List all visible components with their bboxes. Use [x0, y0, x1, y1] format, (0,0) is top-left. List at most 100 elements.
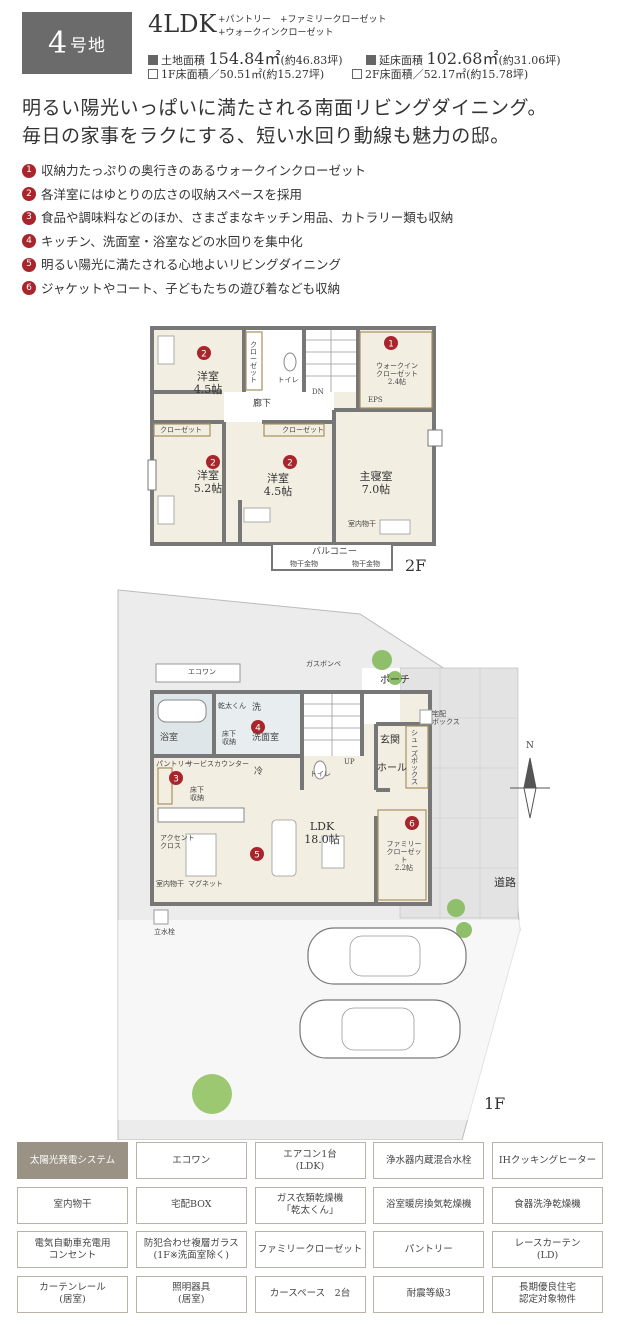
- bathtub: [157, 699, 207, 723]
- ecowan-label: エコワン: [188, 668, 216, 676]
- shoes-box-label: シューズボックス: [411, 729, 418, 786]
- floor-1f-label: 1F: [484, 1094, 506, 1113]
- equipment-item: 長期優良住宅 認定対象物件: [492, 1275, 603, 1313]
- floor-area-spec: 延床面積 102.68㎡(約31.06坪): [366, 45, 561, 69]
- svg-text:3: 3: [173, 775, 179, 785]
- floor-plan-2f-drawing: 1 2 2 2: [117, 326, 550, 1140]
- underfloor-1-label: 床下 収納: [222, 730, 236, 746]
- pantry-shelf: [157, 767, 173, 805]
- plan-extras-line1: +パントリー +ファミリークローゼット: [218, 15, 387, 25]
- equipment-item: 食器洗浄乾燥機: [492, 1186, 603, 1224]
- shrubs: [372, 650, 472, 938]
- filled-square-icon: [148, 55, 158, 65]
- equipment-item: ファミリークローゼット: [254, 1231, 366, 1268]
- second-floor-spec: 2F床面積／52.17㎡(約15.78坪): [352, 66, 528, 82]
- feature-text: 各洋室にはゆとりの広さの収納スペースを採用: [41, 186, 303, 202]
- closet-2f-sw-label: クローゼット: [160, 426, 202, 434]
- svg-text:5: 5: [254, 851, 260, 861]
- car-lower: [299, 999, 461, 1059]
- equipment-item: ガス衣類乾燥機 「乾太くん」: [254, 1186, 366, 1224]
- second-floor-label: 2F床面積／: [365, 68, 424, 81]
- feature-text: ジャケットやコート、子どもたちの遊び着なども収納: [41, 280, 341, 296]
- walk-in-closet-label: ウォークイン クローゼット 2.4帖: [376, 362, 418, 386]
- svg-text:6: 6: [409, 820, 415, 830]
- ldk-label: LDK 18.0帖: [304, 820, 340, 846]
- land-area-spec: 土地面積 154.84㎡(約46.83坪): [148, 45, 343, 69]
- marker-1f-family-closet: 6: [405, 816, 419, 830]
- north-compass-icon: [510, 757, 550, 819]
- equipment-item: カーテンレール (居室): [17, 1275, 128, 1313]
- toilet-1f-label: トイレ: [310, 770, 331, 778]
- filled-square-icon: [366, 55, 376, 65]
- marker-1f-water: 4: [251, 720, 265, 734]
- svg-text:2: 2: [287, 459, 293, 469]
- pantry-label: パントリー: [156, 760, 192, 768]
- equipment-grid: 太陽光発電システム エコワン エアコン1台 (LDK) 浄水器内蔵混合水栓 IH…: [17, 1142, 603, 1313]
- svg-text:1: 1: [388, 340, 394, 350]
- hall-1f-label: ホール: [377, 763, 407, 774]
- accent-cloth-label: アクセント クロス: [160, 834, 195, 850]
- family-closet-label: ファミリー クローゼット 2.2帖: [386, 840, 422, 872]
- north-label: N: [526, 741, 534, 751]
- gas-cylinder-label: ガスボンベ: [306, 660, 341, 668]
- delivery-box-unit: [419, 709, 433, 725]
- walk-in-closet-2f: [359, 331, 433, 409]
- lot-suffix: 号地: [70, 35, 107, 56]
- bath-label: 浴室: [160, 733, 179, 743]
- eps-label: EPS: [368, 396, 383, 404]
- number-badge-icon: 2: [22, 187, 36, 202]
- car-upper: [307, 927, 467, 985]
- faucet-label: 立水栓: [154, 928, 175, 936]
- marker-2f-sc: 2: [283, 455, 297, 469]
- equipment-item: IHクッキングヒーター: [492, 1142, 603, 1179]
- feature-item: 2 各洋室にはゆとりの広さの収納スペースを採用: [22, 183, 453, 207]
- number-badge-icon: 4: [22, 234, 36, 249]
- lot-number: 4: [47, 25, 69, 61]
- floor-2f-label: 2F: [405, 556, 427, 575]
- closet-2f-sc-label: クローゼット: [282, 426, 324, 434]
- feature-text: キッチン、洗面室・浴室などの水回りを集中化: [41, 233, 303, 249]
- svg-text:4: 4: [255, 724, 261, 734]
- svg-text:2: 2: [210, 459, 216, 469]
- equipment-item: 照明器具 (居室): [135, 1275, 247, 1313]
- toilet-2f-fixture: [283, 352, 297, 372]
- outline-square-icon: [148, 69, 158, 79]
- windows-2f: [147, 429, 443, 491]
- hallway-2f-floor: [224, 392, 334, 422]
- number-badge-icon: 1: [22, 163, 36, 178]
- balcony-label: バルコニー: [312, 547, 357, 557]
- service-counter-label: サービスカウンター: [186, 760, 249, 768]
- stairs-2f: [304, 328, 358, 392]
- svg-text:2: 2: [201, 350, 207, 360]
- family-closet-1f: [377, 809, 427, 901]
- delivery-box-label: 宅配 ボックス: [432, 710, 460, 726]
- equipment-item: パントリー: [373, 1231, 485, 1268]
- closet-2f-sw: [153, 423, 211, 437]
- plan-extras-line2: +ウォークインクローゼット: [218, 28, 334, 38]
- stair-down-label: DN: [312, 388, 324, 396]
- washroom-label: 洗面室: [252, 733, 280, 743]
- floor-area-value: 102.68㎡: [426, 49, 499, 68]
- equipment-item: 耐震等級3: [373, 1275, 485, 1313]
- first-floor-value: 50.51㎡(約15.27坪): [219, 68, 325, 81]
- faucet-unit: [153, 909, 169, 925]
- balcony-2f: [271, 543, 393, 571]
- first-floor-label: 1F床面積／: [161, 68, 220, 81]
- equipment-item: カースペース 2台: [254, 1275, 366, 1313]
- equipment-item: エアコン1台 (LDK): [254, 1142, 366, 1179]
- tree: [192, 1074, 232, 1114]
- headline-line2: 毎日の家事をラクにする、短い水回り動線も魅力の邸。: [22, 125, 510, 147]
- porch-label: ポーチ: [380, 675, 410, 686]
- fridge-label: 冷: [254, 767, 264, 777]
- road-label: 道路: [494, 876, 516, 889]
- equipment-item: 室内物干: [17, 1186, 128, 1224]
- plan-extras: +パントリー +ファミリークローゼット +ウォークインクローゼット: [218, 14, 387, 40]
- toilet-1f-fixture: [313, 760, 327, 780]
- outline-square-icon: [352, 69, 362, 79]
- headline-line1: 明るい陽光いっぱいに満たされる南面リビングダイニング。: [22, 97, 547, 119]
- indoor-dry-1f-label: 室内物干: [156, 880, 184, 888]
